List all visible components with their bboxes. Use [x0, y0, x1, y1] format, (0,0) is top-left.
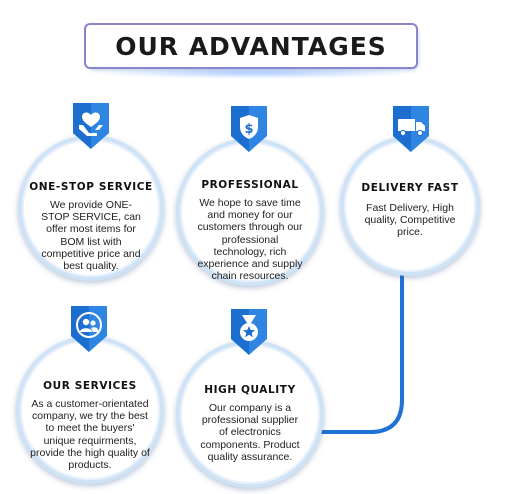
- title-glow: [95, 67, 415, 79]
- card-body: Our company is a professional supplier o…: [200, 402, 300, 463]
- title-banner: OUR ADVANTAGES: [84, 23, 422, 73]
- card-delivery-fast: DELIVERY FAST Fast Delivery, High qualit…: [340, 136, 480, 276]
- card-our-services: OUR SERVICES As a customer-orientated co…: [16, 336, 164, 484]
- medal-star-icon: [229, 309, 269, 355]
- card-title: HIGH QUALITY: [204, 384, 296, 396]
- card-body: As a customer-orientated company, we try…: [30, 398, 150, 472]
- card-one-stop-service: ONE-STOP SERVICE We provide ONE-STOP SER…: [18, 135, 164, 281]
- card-title: PROFESSIONAL: [201, 179, 299, 191]
- card-professional: PROFESSIONAL We hope to save time and mo…: [176, 138, 324, 286]
- card-body: We provide ONE-STOP SERVICE, can offer m…: [41, 199, 141, 273]
- card-title: OUR SERVICES: [43, 380, 137, 392]
- card-body: Fast Delivery, High quality, Competitive…: [364, 202, 456, 239]
- page-title: OUR ADVANTAGES: [115, 31, 387, 61]
- users-icon: [69, 306, 109, 352]
- heart-hand-icon: [71, 103, 111, 149]
- dollar-shield-icon: $: [229, 106, 269, 152]
- title-box: OUR ADVANTAGES: [84, 23, 418, 69]
- svg-text:$: $: [244, 122, 253, 137]
- card-high-quality: HIGH QUALITY Our company is a profession…: [176, 340, 324, 488]
- card-title: ONE-STOP SERVICE: [29, 181, 153, 193]
- truck-icon: [391, 106, 431, 152]
- card-body: We hope to save time and money for our c…: [197, 197, 303, 283]
- card-title: DELIVERY FAST: [361, 182, 459, 194]
